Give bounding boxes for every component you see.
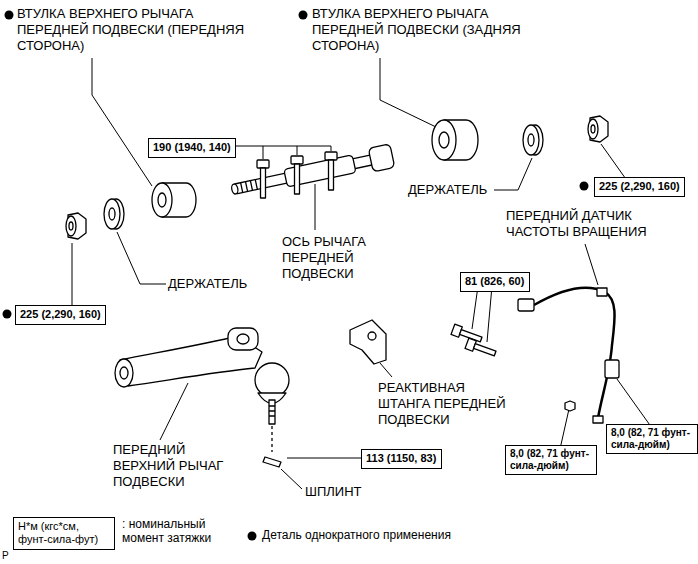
legend-sample-box: Н*м (кгс*см, фунт-сила-фут) <box>13 517 115 550</box>
part-name: ШПЛИНТ <box>305 484 361 500</box>
nut <box>66 213 86 239</box>
part-name: ДЕРЖАТЕЛЬ <box>168 276 247 292</box>
torque-box: 113 (1150, 83) <box>361 449 442 469</box>
torque-box: 225 (2,290, 160) <box>594 177 685 197</box>
torque-value: 8,0 (82, 71 фунт-сила-дюйм) <box>611 427 693 451</box>
legend-text: : номинальный момент затяжки <box>122 517 232 546</box>
arm-shaft <box>229 144 394 202</box>
upper-arm <box>115 328 289 452</box>
leader-lines <box>72 58 652 489</box>
speed-sensor <box>518 288 619 423</box>
part-name: РЕАКТИВНАЯ ШТАНГА ПЕРЕДНЕЙ ПОДВЕСКИ <box>378 380 517 428</box>
nut <box>588 116 608 142</box>
torque-value: 225 (2,290, 160) <box>20 308 101 321</box>
torque-value: 113 (1150, 83) <box>366 452 437 465</box>
part-name: P <box>2 548 9 564</box>
part-name: ВТУЛКА ВЕРХНЕГО РЫЧАГА ПЕРЕДНЕЙ ПОДВЕСКИ… <box>312 6 552 54</box>
part-name: ПЕРЕДНИЙ ДАТЧИК ЧАСТОТЫ ВРАЩЕНИЯ <box>506 208 666 240</box>
torque-value: Н*м (кгс*см, фунт-сила-фут) <box>18 520 110 546</box>
torque-box: 8,0 (82, 71 фунт-сила-дюйм) <box>505 445 597 475</box>
sensor-bolts <box>451 324 497 359</box>
part-name: ПЕРЕДНИЙ ВЕРХНИЙ РЫЧАГ ПОДВЕСКИ <box>113 442 238 490</box>
holder-washer <box>523 125 543 155</box>
front-bushing <box>152 183 196 217</box>
legend-text: Деталь однократного применения <box>262 528 451 542</box>
torque-value: 8,0 (82, 71 фунт-сила-дюйм) <box>510 448 592 472</box>
torque-box: 225 (2,290, 160) <box>15 305 106 325</box>
torque-box: 8,0 (82, 71 фунт-сила-дюйм) <box>606 424 698 454</box>
shaft-bolts <box>257 152 337 198</box>
torque-value: 190 (1940, 140) <box>153 141 231 154</box>
torque-box: 81 (826, 60) <box>460 272 530 292</box>
cotter-pin <box>263 457 281 467</box>
torque-value: 81 (826, 60) <box>465 275 525 288</box>
torque-box: 190 (1940, 140) <box>148 138 236 158</box>
parts <box>66 116 619 467</box>
part-name: ОСЬ РЫЧАГА ПЕРЕДНЕЙ ПОДВЕСКИ <box>282 234 392 282</box>
part-name: ВТУЛКА ВЕРХНЕГО РЫЧАГА ПЕРЕДНЕЙ ПОДВЕСКИ… <box>17 6 267 54</box>
torque-value: 225 (2,290, 160) <box>599 180 680 193</box>
holder-washer <box>104 199 124 229</box>
part-name: ДЕРЖАТЕЛЬ <box>408 182 487 198</box>
rear-bushing <box>432 120 478 160</box>
strut-bracket <box>350 320 386 364</box>
bullet-symbols <box>3 11 589 541</box>
